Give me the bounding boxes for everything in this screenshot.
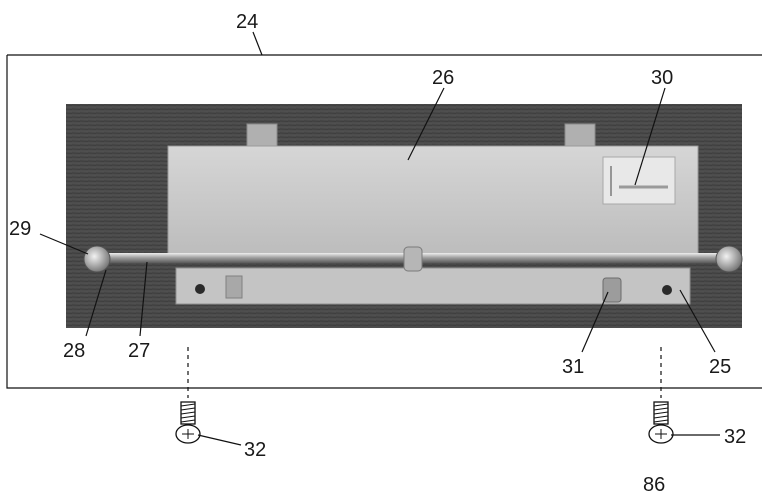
leader-32-left — [197, 434, 242, 446]
leader-29 — [39, 233, 89, 255]
knob-left — [83, 245, 111, 273]
nut — [602, 277, 622, 303]
callout-28: 28 — [63, 340, 85, 362]
callout-24: 24 — [236, 11, 258, 33]
bracket-clip-left — [225, 275, 243, 299]
leader-28 — [85, 269, 107, 337]
page-number: 86 — [643, 474, 665, 496]
leader-27 — [139, 261, 148, 337]
screw-icon — [648, 401, 674, 444]
callout-29: 29 — [9, 218, 31, 240]
callout-26: 26 — [432, 67, 454, 89]
mount-tab-right — [564, 123, 596, 149]
callout-31: 31 — [562, 356, 584, 378]
leader-31 — [581, 291, 609, 353]
callout-30: 30 — [651, 67, 673, 89]
leader-26 — [407, 87, 445, 161]
leader-24 — [252, 31, 263, 56]
screw-icon — [175, 401, 201, 444]
bracket-hole-right — [662, 285, 672, 295]
sticker — [602, 156, 676, 205]
rod-center-clip — [403, 246, 423, 272]
product-photo — [66, 104, 743, 328]
callout-27: 27 — [128, 340, 150, 362]
leader-25 — [679, 289, 716, 353]
bracket-hole-left — [195, 284, 205, 294]
callout-25: 25 — [709, 356, 731, 378]
callout-32-right: 32 — [724, 426, 746, 448]
frame-outline — [6, 54, 762, 389]
knob-right — [715, 245, 743, 273]
leader-30 — [634, 87, 666, 186]
callout-32-left: 32 — [244, 439, 266, 461]
mount-tab-left — [246, 123, 278, 149]
